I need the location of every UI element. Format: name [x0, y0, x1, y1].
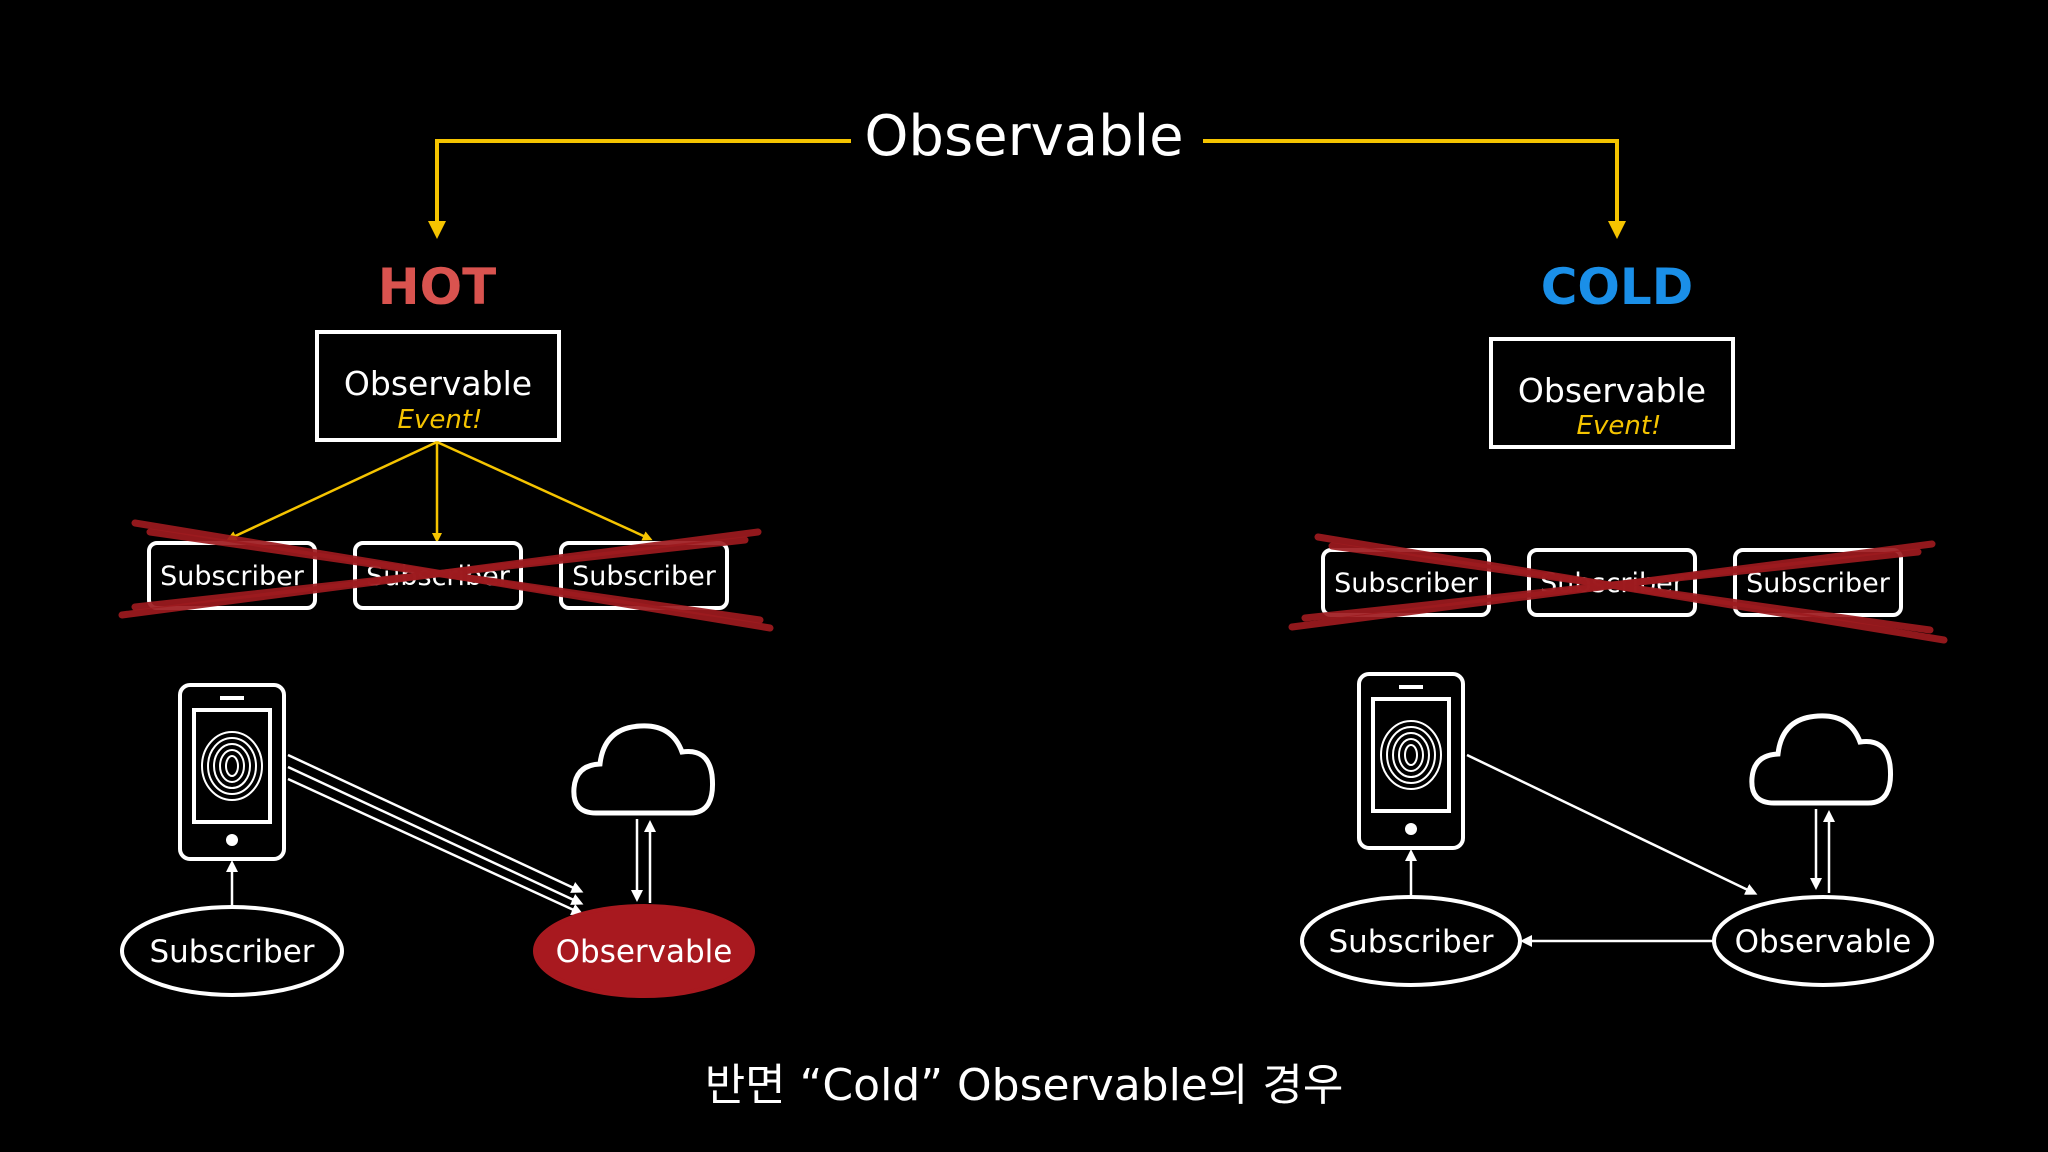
hot-subscriber-ellipse [120, 905, 344, 997]
diagram-title: Observable [864, 104, 1183, 169]
cold-cross-mark [1288, 533, 1948, 644]
cloud-icon [1749, 713, 1894, 806]
cold-heading: COLD [1541, 258, 1694, 316]
cloud-icon [571, 723, 716, 816]
hot-observable-label: Observable [344, 364, 532, 403]
cold-observable-ellipse [1712, 895, 1934, 987]
cold-subscriber-label-1: Subscriber [1334, 568, 1479, 599]
cold-observable-box [1489, 337, 1735, 449]
cold-panel: COLD Observable Event! Subscriber Subscr… [1288, 258, 1948, 987]
hot-observable-ellipse [533, 904, 755, 998]
hot-bottom-subscriber-label: Subscriber [149, 934, 314, 970]
hot-observable-box [315, 330, 561, 442]
cold-bottom-subscriber-label: Subscriber [1328, 924, 1493, 960]
hot-panel: HOT Observable Event! Subscriber Subscri… [118, 258, 774, 998]
hot-event-label: Event! [398, 405, 483, 435]
branch-arrows [428, 139, 1626, 239]
phone-fingerprint-icon [1357, 672, 1465, 850]
cold-subscriber-ellipse [1300, 895, 1522, 987]
hot-subscriber-label-1: Subscriber [160, 561, 305, 592]
cold-subscriber-label-3: Subscriber [1746, 568, 1891, 599]
cold-event-label: Event! [1577, 411, 1662, 441]
caption: 반면 “Cold” Observable의 경우 [705, 1060, 1344, 1111]
cold-bottom-observable-label: Observable [1735, 924, 1912, 960]
hot-subscriber-label-3: Subscriber [572, 561, 717, 592]
hot-cross-mark [118, 519, 774, 632]
cold-observable-label: Observable [1518, 371, 1706, 410]
hot-heading: HOT [378, 258, 496, 316]
hot-bottom-observable-label: Observable [556, 934, 733, 970]
phone-fingerprint-icon [178, 683, 286, 861]
